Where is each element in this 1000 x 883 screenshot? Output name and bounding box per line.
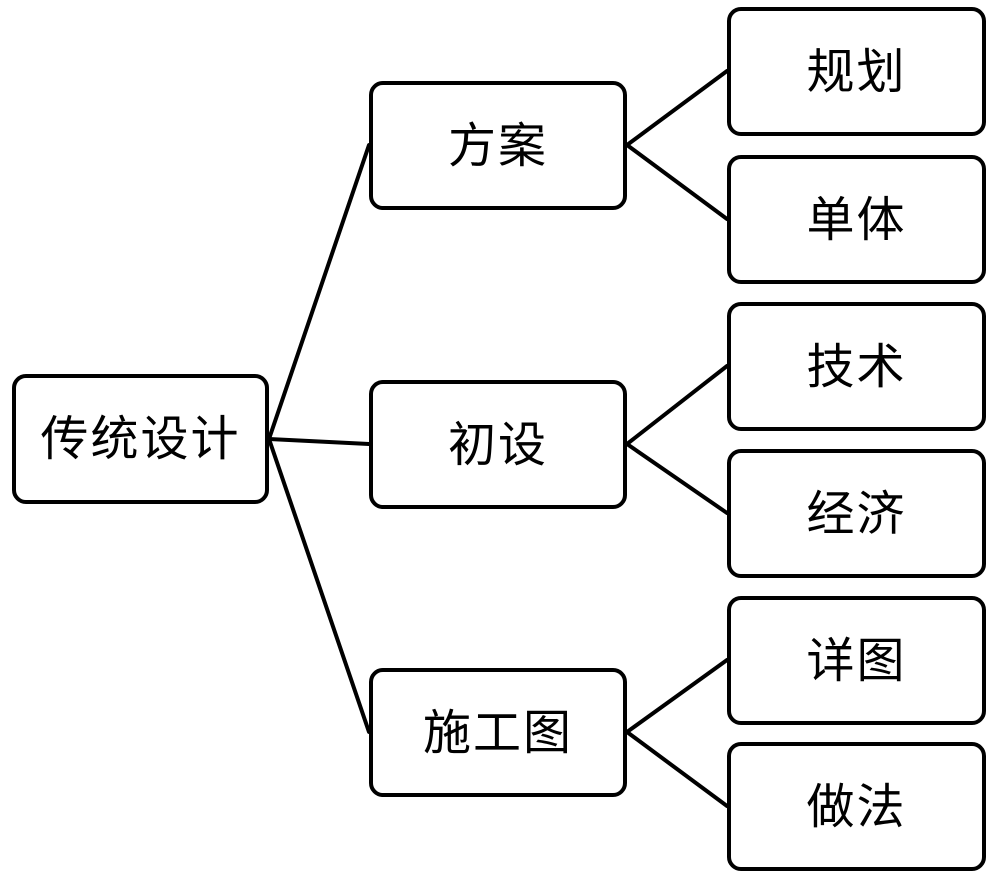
phase-3-item-1-label: 详图 [806, 632, 907, 689]
phase-1-item-2-label: 单体 [806, 191, 907, 248]
edge-root-to-phase-1 [267, 143, 371, 441]
edge-phase-1-to-item-1 [625, 69, 729, 147]
phase-3-item-1: 详图 [727, 596, 986, 725]
edge-phase-3-to-item-2 [625, 730, 729, 808]
phase-1-item-2: 单体 [727, 155, 986, 284]
edge-root-to-phase-3 [267, 437, 371, 734]
phase-node-1-label: 方案 [447, 117, 548, 174]
phase-node-2: 初设 [369, 380, 627, 509]
phase-1-item-1: 规划 [727, 7, 986, 136]
edge-phase-2-to-item-2 [625, 442, 729, 515]
phase-node-2-label: 初设 [447, 416, 548, 473]
phase-2-item-1: 技术 [727, 302, 986, 431]
phase-3-item-2: 做法 [727, 742, 986, 871]
edge-phase-2-to-item-1 [625, 364, 729, 446]
edge-phase-3-to-item-1 [625, 658, 729, 734]
root-node-label: 传统设计 [40, 411, 241, 467]
edge-root-to-phase-2 [267, 437, 371, 446]
phase-2-item-1-label: 技术 [806, 338, 907, 395]
phase-node-1: 方案 [369, 81, 627, 210]
phase-2-item-2: 经济 [727, 449, 986, 578]
phase-1-item-1-label: 规划 [806, 43, 907, 100]
phase-node-3: 施工图 [369, 668, 627, 797]
root-node: 传统设计 [12, 374, 269, 504]
phase-node-3-label: 施工图 [422, 704, 573, 761]
phase-3-item-2-label: 做法 [806, 778, 907, 835]
edge-phase-1-to-item-2 [625, 143, 729, 221]
phase-2-item-2-label: 经济 [806, 485, 907, 542]
